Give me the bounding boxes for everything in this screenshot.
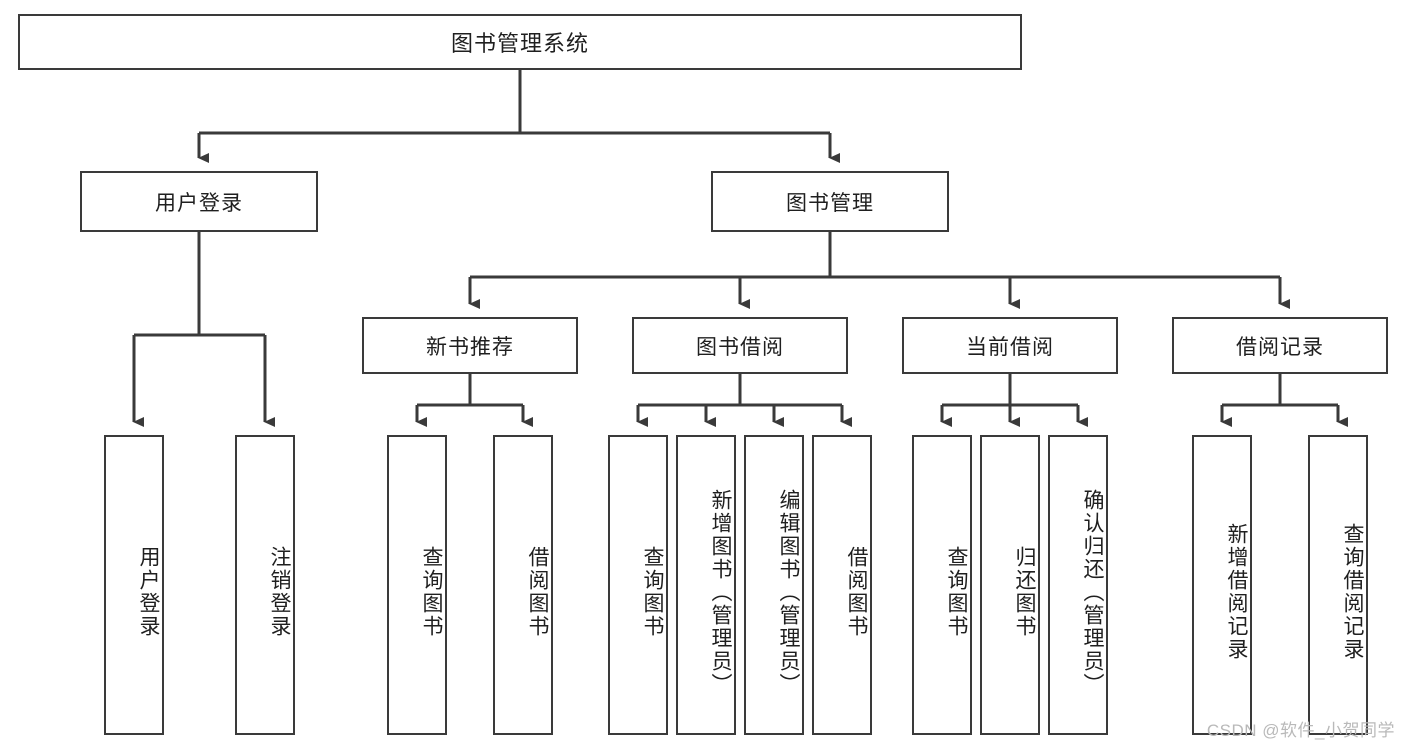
node-label: 新增图书（管理员） xyxy=(709,488,732,696)
node-label: 新增借阅记录 xyxy=(1225,523,1248,661)
node-label: 新书推荐 xyxy=(426,335,514,359)
node-book-borrow[interactable]: 图书借阅 xyxy=(632,317,848,374)
leaf-user-login[interactable]: 用户登录 xyxy=(104,435,164,735)
node-label: 用户登录 xyxy=(155,191,243,215)
node-label: 当前借阅 xyxy=(966,335,1054,359)
node-current-borrow[interactable]: 当前借阅 xyxy=(902,317,1118,374)
leaf-query-book-borrow[interactable]: 查询图书 xyxy=(608,435,668,735)
node-label: 查询借阅记录 xyxy=(1341,523,1364,661)
node-borrow-record[interactable]: 借阅记录 xyxy=(1172,317,1388,374)
node-label: 编辑图书（管理员） xyxy=(777,488,800,696)
leaf-add-borrow-record[interactable]: 新增借阅记录 xyxy=(1192,435,1252,735)
node-label: 查询图书 xyxy=(641,546,664,638)
node-label: 查询图书 xyxy=(945,546,968,638)
node-label: 查询图书 xyxy=(420,546,443,638)
node-label: 借阅图书 xyxy=(526,546,549,638)
node-label: 图书管理系统 xyxy=(450,31,589,56)
node-label: 借阅图书 xyxy=(845,546,868,638)
leaf-return-book[interactable]: 归还图书 xyxy=(980,435,1040,735)
leaf-logout-login[interactable]: 注销登录 xyxy=(235,435,295,735)
node-label: 图书借阅 xyxy=(696,335,784,359)
node-label: 用户登录 xyxy=(137,546,160,638)
leaf-add-book[interactable]: 新增图书（管理员） xyxy=(676,435,736,735)
leaf-query-book-current[interactable]: 查询图书 xyxy=(912,435,972,735)
csdn-watermark: CSDN @软件_小贺同学 xyxy=(1206,721,1395,740)
leaf-query-borrow-record[interactable]: 查询借阅记录 xyxy=(1308,435,1368,735)
leaf-query-book-recommend[interactable]: 查询图书 xyxy=(387,435,447,735)
node-label: 图书管理 xyxy=(786,191,874,215)
leaf-confirm-return[interactable]: 确认归还（管理员） xyxy=(1048,435,1108,735)
node-book-management[interactable]: 图书管理 xyxy=(711,171,949,232)
node-new-book-recommend[interactable]: 新书推荐 xyxy=(362,317,578,374)
node-label: 借阅记录 xyxy=(1236,335,1324,359)
leaf-edit-book[interactable]: 编辑图书（管理员） xyxy=(744,435,804,735)
node-label: 注销登录 xyxy=(268,546,291,638)
node-label: 确认归还（管理员） xyxy=(1081,488,1104,696)
leaf-borrow-book-recommend[interactable]: 借阅图书 xyxy=(493,435,553,735)
node-user-login[interactable]: 用户登录 xyxy=(80,171,318,232)
node-label: 归还图书 xyxy=(1013,546,1036,638)
leaf-borrow-book[interactable]: 借阅图书 xyxy=(812,435,872,735)
node-root-system[interactable]: 图书管理系统 xyxy=(18,14,1022,70)
